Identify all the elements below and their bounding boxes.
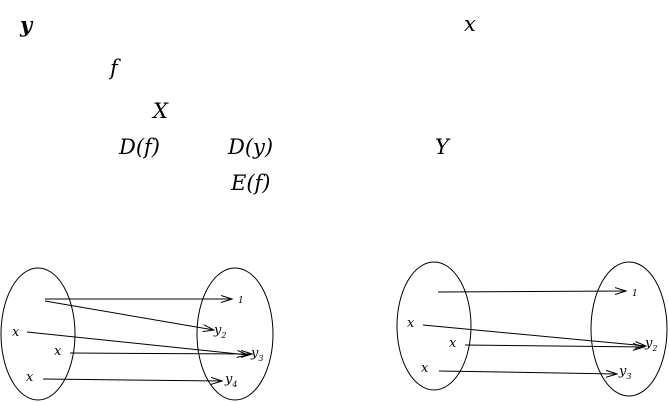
left-codomain-label-4: y4 bbox=[224, 372, 237, 389]
left-domain-ellipse bbox=[0, 267, 76, 401]
left-domain-label-2: x bbox=[54, 344, 62, 359]
right-arrow-3 bbox=[464, 345, 644, 347]
right-domain-label-2: x bbox=[449, 336, 457, 351]
symbol-x: x bbox=[464, 12, 476, 36]
left-arrow-2 bbox=[44, 300, 214, 330]
symbol-domain-y: D(y) bbox=[228, 135, 274, 159]
left-mapping-diagram: x x x 1 y2 y3 y4 bbox=[0, 267, 274, 401]
right-arrow-2 bbox=[422, 324, 646, 346]
right-domain-ellipse bbox=[396, 261, 472, 391]
symbol-set-x: X bbox=[153, 99, 168, 123]
left-domain-label-1: x bbox=[12, 325, 20, 340]
right-codomain-label-3: y3 bbox=[618, 364, 631, 381]
left-codomain-label-2: y2 bbox=[213, 323, 226, 340]
symbol-f: f bbox=[110, 56, 118, 80]
right-arrow-1 bbox=[437, 291, 626, 292]
left-arrow-4 bbox=[69, 353, 252, 354]
left-codomain-ellipse bbox=[196, 267, 274, 401]
symbol-set-y: Y bbox=[435, 135, 449, 159]
left-codomain-label-1: 1 bbox=[238, 296, 244, 306]
left-codomain-label-3: y3 bbox=[250, 346, 263, 363]
left-arrow-3 bbox=[26, 331, 248, 355]
right-codomain-label-1: 1 bbox=[632, 289, 638, 299]
right-mapping-diagram: x x x 1 y2 y3 bbox=[396, 261, 668, 397]
left-domain-label-3: x bbox=[26, 370, 34, 385]
right-codomain-ellipse bbox=[590, 261, 668, 397]
right-domain-label-3: x bbox=[421, 361, 429, 376]
symbol-y-bold: y bbox=[20, 12, 33, 37]
right-codomain-label-2: y2 bbox=[644, 336, 657, 353]
symbol-domain-f: D(f) bbox=[119, 135, 160, 159]
right-domain-label-1: x bbox=[407, 316, 415, 331]
right-arrow-4 bbox=[438, 371, 617, 374]
symbol-range-f: E(f) bbox=[231, 171, 271, 195]
left-arrow-5 bbox=[42, 379, 222, 381]
